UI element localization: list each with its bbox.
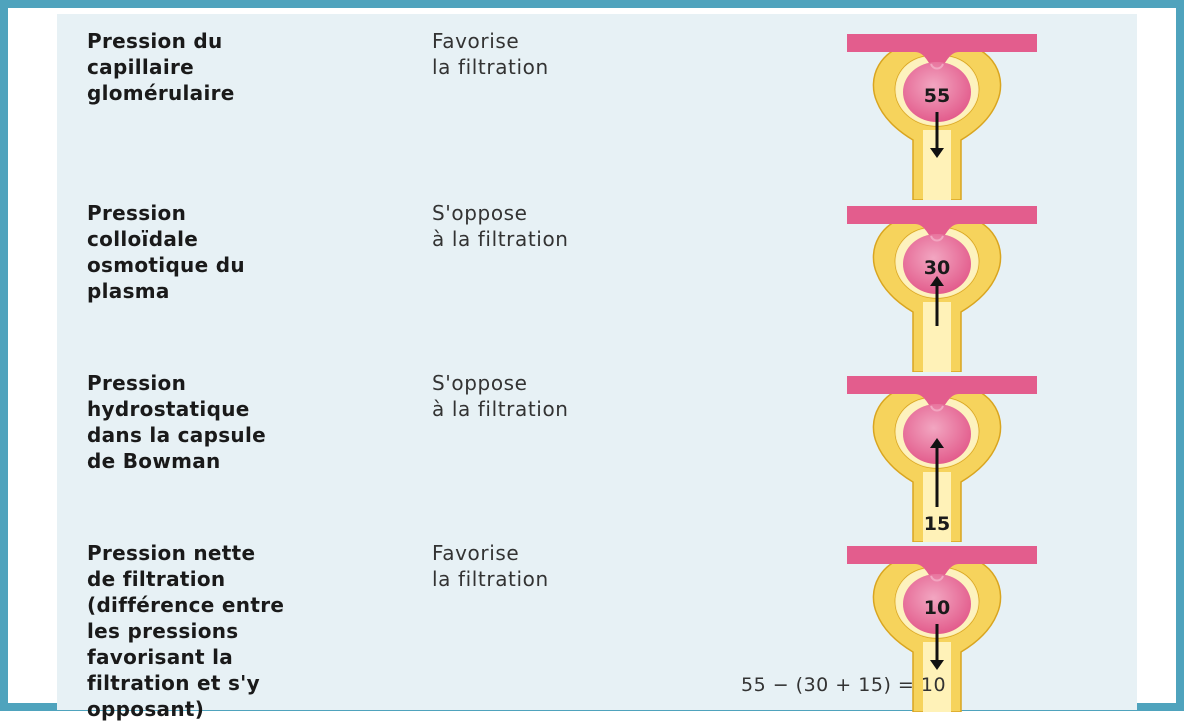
pressure-effect: S'oppose à la filtration — [432, 370, 692, 422]
pressure-effect: Favorise la filtration — [432, 28, 692, 80]
pressure-value: 15 — [924, 513, 950, 535]
arterioles — [847, 34, 1037, 66]
pressure-row: Pression nette de filtration (différence… — [57, 540, 1137, 710]
pressure-value: 30 — [924, 257, 950, 279]
pressure-label: Pression nette de filtration (différence… — [87, 540, 397, 722]
glomerulus-diagram: 30 — [847, 202, 1037, 372]
pressure-effect: S'oppose à la filtration — [432, 200, 692, 252]
arterioles — [847, 206, 1037, 238]
net-filtration-equation: 55 − (30 + 15) = 10 — [741, 674, 946, 696]
pressure-value: 55 — [924, 85, 950, 107]
pressure-label: Pression colloïdale osmotique du plasma — [87, 200, 397, 304]
arterioles — [847, 546, 1037, 578]
pressure-label: Pression hydrostatique dans la capsule d… — [87, 370, 397, 474]
pressure-row: Pression du capillaire glomérulaire Favo… — [57, 28, 1137, 198]
pressure-row: Pression hydrostatique dans la capsule d… — [57, 370, 1137, 540]
pressure-label: Pression du capillaire glomérulaire — [87, 28, 397, 106]
glomerulus-diagram: 15 — [847, 372, 1037, 542]
arterioles — [847, 376, 1037, 408]
pressure-effect: Favorise la filtration — [432, 540, 692, 592]
content-panel: Pression du capillaire glomérulaire Favo… — [57, 14, 1137, 710]
glomerulus-diagram: 55 — [847, 30, 1037, 200]
pressure-row: Pression colloïdale osmotique du plasma … — [57, 200, 1137, 370]
pressure-value: 10 — [924, 597, 950, 619]
